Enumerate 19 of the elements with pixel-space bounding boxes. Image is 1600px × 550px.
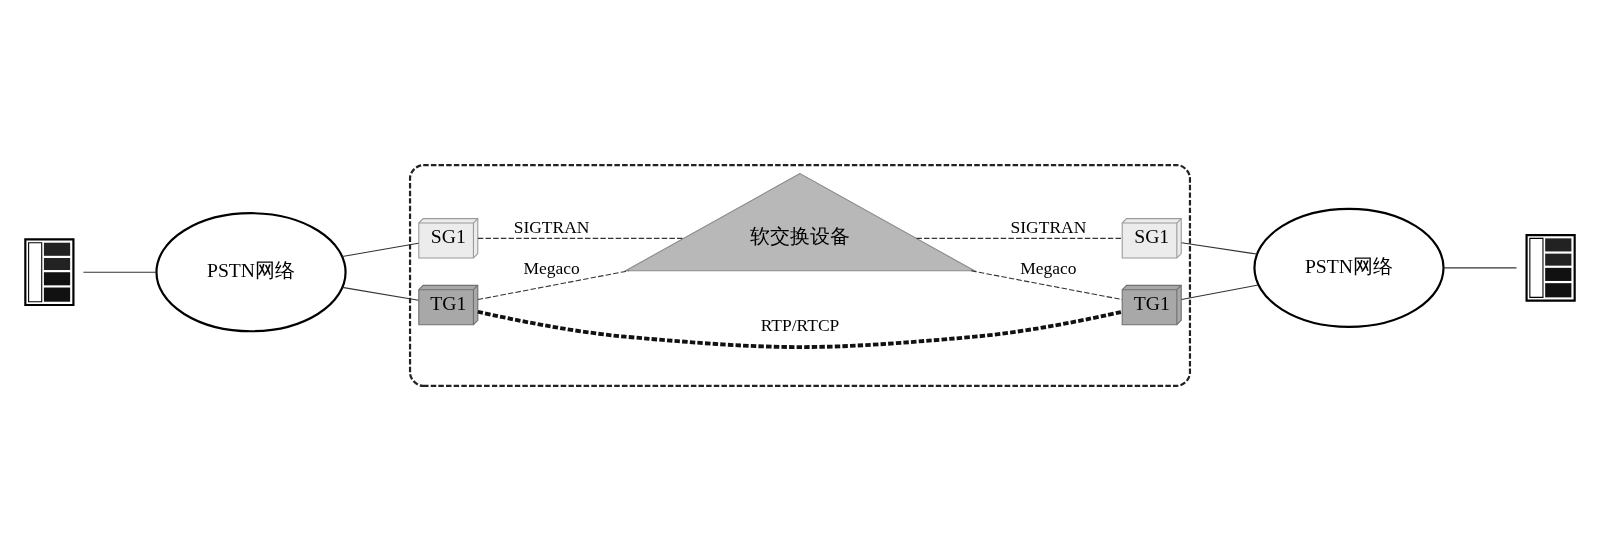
connector <box>341 242 419 257</box>
connector <box>477 269 630 300</box>
node-ellipse: PSTN网络 <box>155 211 347 332</box>
connector <box>477 309 1123 349</box>
connector <box>915 237 1123 239</box>
connector <box>82 271 157 273</box>
connector <box>970 269 1123 300</box>
node-ellipse: PSTN网络 <box>1253 207 1445 328</box>
edge-label: Megaco <box>523 257 580 278</box>
edge-label: SIGTRAN <box>1010 216 1087 237</box>
connector <box>1443 266 1518 268</box>
connector <box>477 237 685 239</box>
cluster <box>408 163 1192 387</box>
connector <box>1181 283 1259 300</box>
edge-label: Megaco <box>1020 257 1077 278</box>
edge-label: SIGTRAN <box>513 216 590 237</box>
edge-label: RTP/RTCP <box>760 314 840 335</box>
connector <box>1181 241 1258 255</box>
connector <box>341 286 420 301</box>
